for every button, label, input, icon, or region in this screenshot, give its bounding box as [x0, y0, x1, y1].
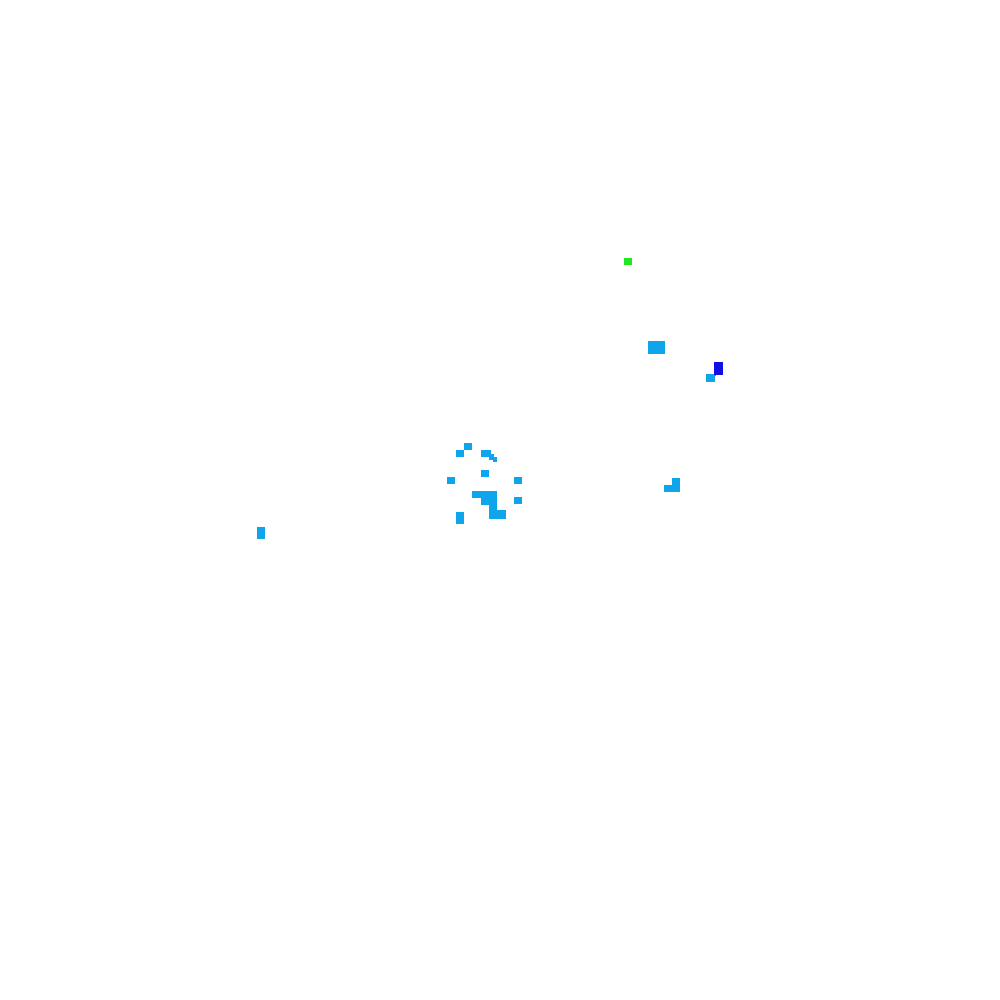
- pixel-mark: [456, 450, 464, 457]
- pixel-mark: [672, 478, 680, 485]
- pixel-mark: [257, 533, 265, 539]
- pixel-mark: [456, 512, 464, 524]
- pixel-mark: [514, 497, 522, 504]
- pixel-mark: [624, 258, 632, 265]
- pixel-mark: [714, 374, 716, 376]
- pixel-mark: [481, 498, 497, 505]
- pixel-mark: [447, 477, 455, 484]
- pixel-mark: [514, 477, 522, 484]
- pixel-mark: [664, 485, 680, 492]
- pixel-mark: [493, 457, 497, 462]
- pixel-mark: [481, 470, 489, 477]
- pixel-mark: [472, 491, 497, 498]
- pixel-mark: [481, 450, 491, 457]
- pixel-mark: [489, 505, 497, 510]
- pixel-mark: [489, 454, 494, 460]
- pixel-mark: [714, 362, 723, 375]
- pixel-mark: [489, 510, 506, 519]
- pixel-mark: [706, 374, 715, 382]
- pixel-mark: [464, 443, 472, 450]
- pixel-mark: [257, 527, 265, 534]
- pixel-mark: [648, 341, 665, 354]
